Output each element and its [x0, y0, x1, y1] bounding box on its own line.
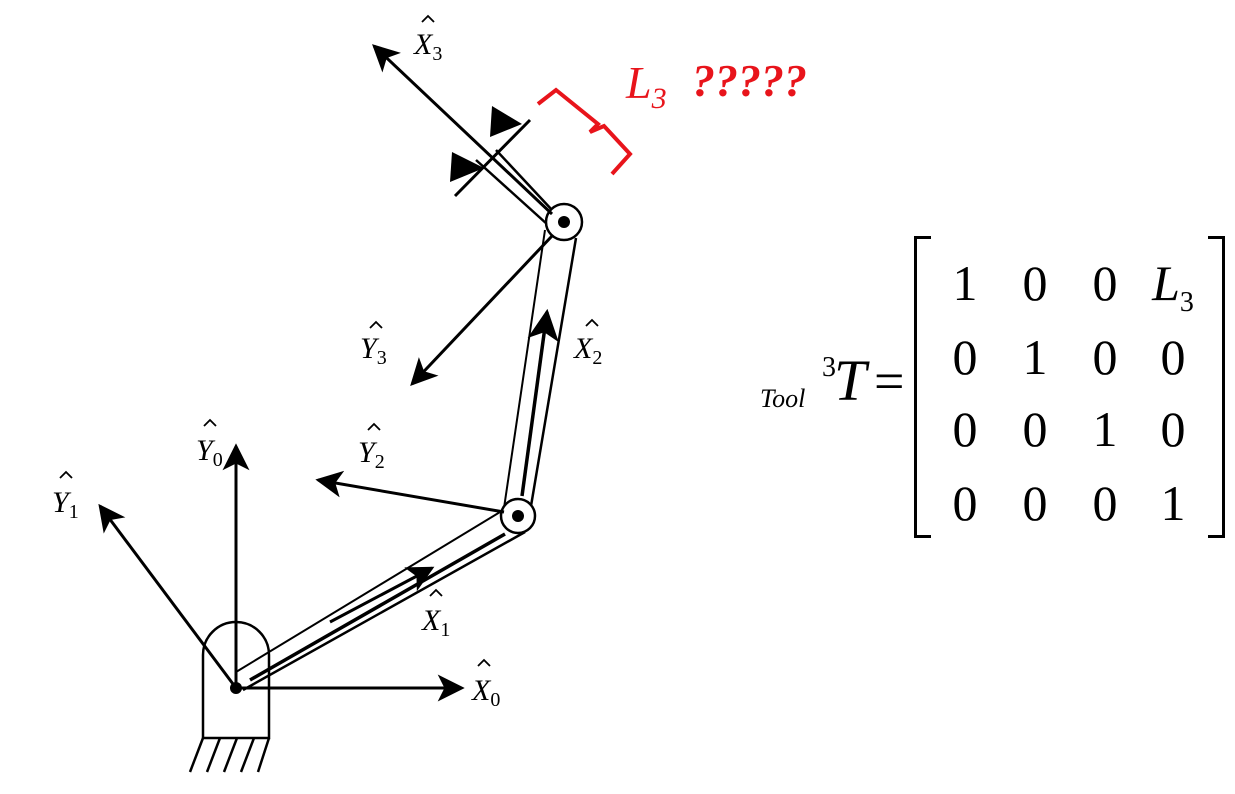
equation-superscript: 3 [822, 352, 836, 383]
matrix-cell-2-3: 0 [1160, 401, 1186, 457]
hat-marks [59, 14, 599, 667]
equation-symbol: T [834, 348, 867, 413]
matrix-cell-3-1: 0 [1022, 475, 1048, 531]
link-3 [475, 149, 559, 235]
matrix-cell-3-0: 0 [952, 475, 978, 531]
y3-label: Y3 [360, 332, 387, 369]
y1-axis-arrow [98, 503, 238, 689]
l3-bracket [536, 87, 633, 176]
y2-axis-arrow [315, 470, 505, 514]
matrix-right-bracket [1208, 236, 1225, 538]
matrix-cell-1-2: 0 [1092, 329, 1118, 385]
matrix-cell-3-3: 1 [1160, 475, 1186, 531]
x2-label: X2 [573, 332, 602, 369]
base-mount [188, 620, 271, 773]
l3-annotation-label: L3 [625, 57, 667, 115]
equals-sign: = [874, 351, 905, 411]
matrix-cell-2-1: 0 [1022, 401, 1048, 457]
x1-label: X1 [421, 604, 450, 641]
matrix-cell-1-3: 0 [1160, 329, 1186, 385]
y3-axis-arrow [410, 234, 554, 386]
y2-label: Y2 [358, 436, 385, 473]
joint-2 [499, 497, 537, 535]
equation-lhs: Tool 3 T = [760, 348, 910, 428]
matrix-left-bracket [914, 236, 931, 538]
x3-label: X3 [413, 28, 442, 65]
matrix-cell-3-2: 0 [1092, 475, 1118, 531]
x3-axis-arrow [372, 44, 554, 216]
matrix-cell-1-1: 1 [1022, 329, 1048, 385]
link-1 [235, 505, 526, 692]
equation-subscript: Tool [760, 384, 806, 413]
matrix-cell-0-0: 1 [952, 255, 978, 311]
x0-label: X0 [471, 674, 500, 711]
matrix-cell-2-2: 1 [1092, 401, 1118, 457]
matrix-cell-1-0: 0 [952, 329, 978, 385]
joint-3 [544, 202, 584, 242]
y0-label: Y0 [196, 434, 223, 471]
y1-label: Y1 [52, 486, 79, 523]
matrix-cell-0-1: 0 [1022, 255, 1048, 311]
x2-axis-arrow [520, 308, 559, 497]
matrix-cell-0-3: L3 [1152, 255, 1194, 318]
l3-question-marks: ????? [692, 55, 807, 106]
transform-equation: Tool 3 T = 1 0 0 L3 0 1 0 0 0 0 1 0 0 0 … [760, 228, 1230, 538]
matrix-cell-2-0: 0 [952, 401, 978, 457]
x1-axis-arrow [329, 566, 435, 624]
link-2 [503, 229, 578, 513]
matrix-cell-0-2: 0 [1092, 255, 1118, 311]
